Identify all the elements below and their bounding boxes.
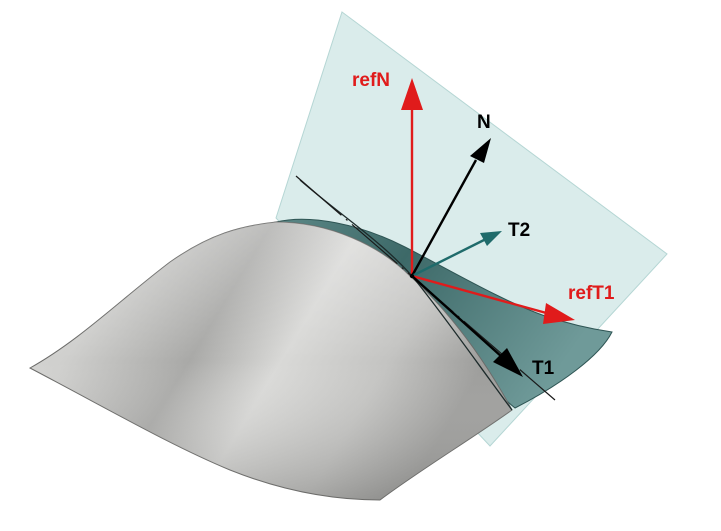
label-N: N — [477, 112, 491, 133]
refN-vector — [401, 78, 423, 276]
label-refN: refN — [352, 70, 390, 91]
refT1-vector — [411, 274, 575, 324]
gray-surface-shade — [30, 222, 512, 500]
label-refT1: refT1 — [568, 283, 615, 304]
T2-vector — [411, 231, 502, 278]
label-T2: T2 — [508, 220, 530, 241]
frame-origin — [409, 273, 415, 279]
T1-vector — [411, 275, 523, 377]
N-vector — [410, 138, 491, 277]
label-T1: T1 — [532, 358, 555, 379]
